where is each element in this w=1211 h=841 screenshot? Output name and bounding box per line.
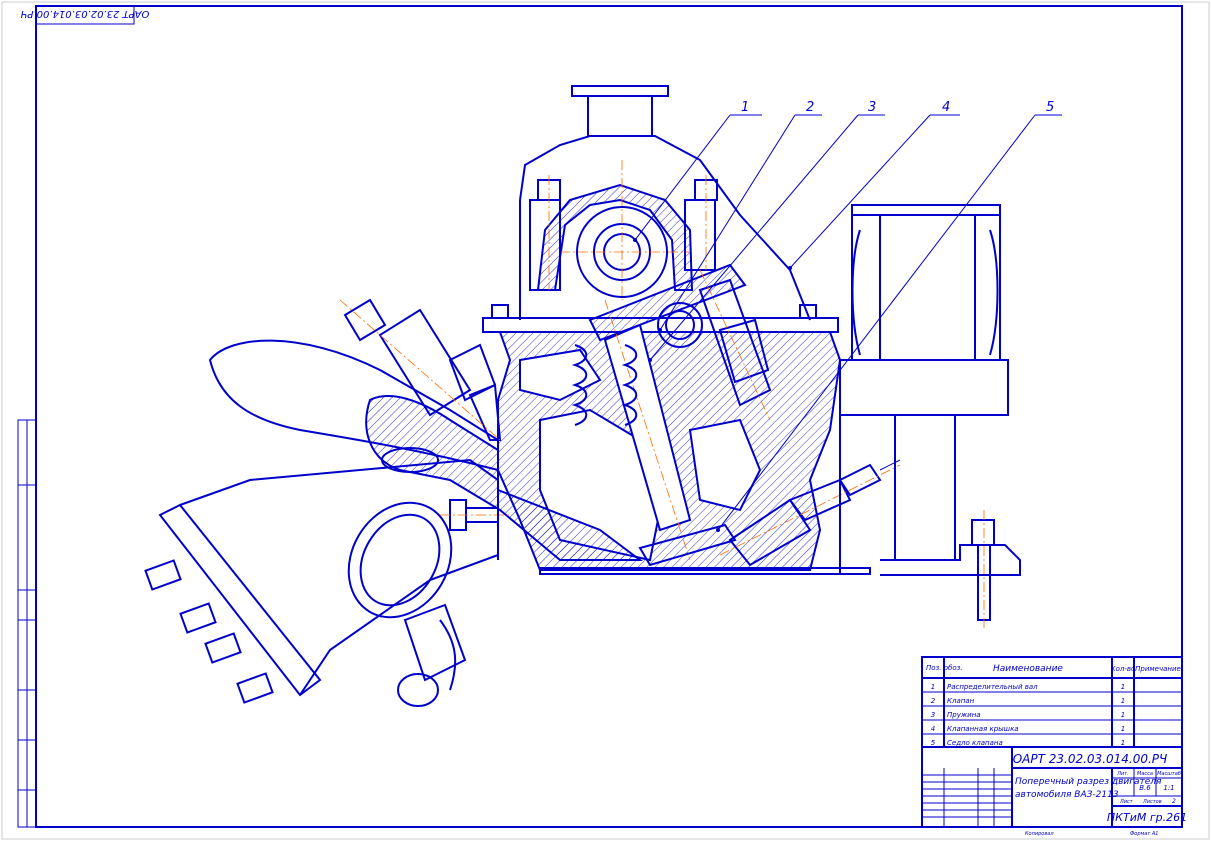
- fuel-injector: [339, 298, 502, 441]
- spec-row-4-pos: 4: [931, 725, 935, 733]
- top-stamp-text: ОАРТ 23.02.03.014.00.РЧ: [20, 8, 149, 19]
- valve-lifter: [698, 269, 772, 421]
- callout-3: 3: [868, 100, 876, 115]
- title-line-1: Поперечный разрез двигателя: [1015, 777, 1162, 787]
- spec-row-4-name: Клапанная крышка: [947, 725, 1019, 733]
- callout-2: 2: [806, 100, 814, 115]
- title-sheet-label: Лист: [1119, 799, 1134, 805]
- spec-row-2-qty: 1: [1121, 697, 1125, 705]
- callout-5: 5: [1046, 100, 1054, 115]
- callout-1: 1: [741, 100, 749, 115]
- valve-assembly: [571, 263, 747, 567]
- title-scale-value: 1:1: [1163, 784, 1174, 792]
- title-sheets-count: 2: [1172, 798, 1176, 805]
- title-lit-label: Лит.: [1116, 771, 1129, 777]
- spark-plug: [719, 459, 901, 567]
- spec-row-1-name: Распределительный вал: [947, 683, 1038, 691]
- title-sheets-label: Листов: [1142, 799, 1162, 805]
- spec-row-1-qty: 1: [1121, 683, 1125, 691]
- title-scale-label: Масштаб: [1157, 771, 1181, 777]
- title-mass-label: Масса: [1137, 771, 1153, 777]
- cover-bolts: [529, 175, 718, 291]
- spec-header-note: Примечание: [1135, 665, 1181, 673]
- spec-row-5-name: Седло клапана: [947, 739, 1003, 747]
- spec-header-name: Наименование: [993, 664, 1063, 674]
- title-designation: ОАРТ 23.02.03.014.00.РЧ: [1013, 752, 1168, 766]
- drawing-frame: [35, 5, 1183, 828]
- spec-row-2-pos: 2: [931, 697, 936, 705]
- callout-leaders: [633, 114, 1062, 532]
- spec-header-pos: Поз. обоз.: [926, 664, 963, 672]
- spec-row-5-qty: 1: [1121, 739, 1125, 747]
- spec-row-3-pos: 3: [931, 711, 935, 719]
- spec-row-3-name: Пружина: [947, 711, 981, 719]
- title-copied: Копировал: [1025, 831, 1054, 837]
- spec-row-2-name: Клапан: [947, 697, 975, 705]
- spec-row-5-pos: 5: [931, 739, 936, 747]
- callout-4: 4: [942, 100, 950, 115]
- title-line-2: автомобиля ВАЗ-2113: [1015, 790, 1119, 800]
- title-format: Формат A1: [1130, 831, 1158, 837]
- spec-header-qty: Кол-во: [1111, 665, 1136, 673]
- camshaft-housing: [536, 160, 694, 300]
- valve-cover: [519, 85, 811, 321]
- title-organization: ПКТиМ гр.261: [1107, 811, 1187, 824]
- cooling-jacket-stud: [971, 510, 995, 630]
- title-mass-value: В.6: [1139, 784, 1151, 792]
- exhaust-block: [839, 204, 1021, 576]
- title-block: [921, 746, 1183, 828]
- spec-row-4-qty: 1: [1121, 725, 1125, 733]
- spec-row-3-qty: 1: [1121, 711, 1125, 719]
- head-gasket: [539, 567, 871, 575]
- top-stamp-box: [35, 5, 135, 25]
- spec-row-1-pos: 1: [931, 683, 935, 691]
